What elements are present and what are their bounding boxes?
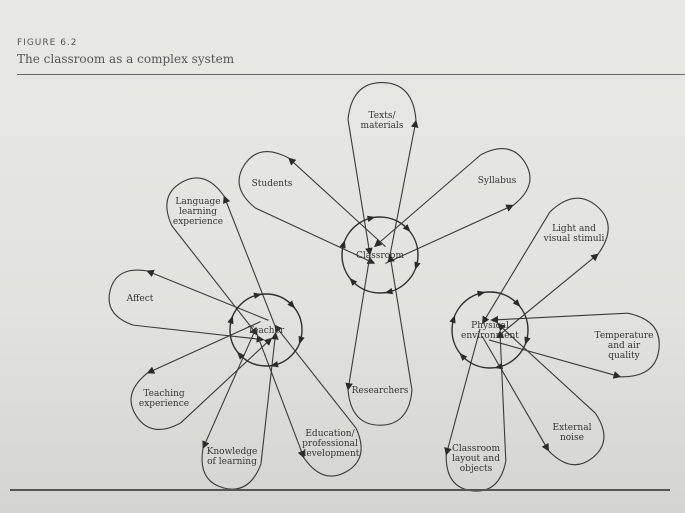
loop-syllabus-seg1 (374, 154, 482, 248)
hub-ring-teacher (229, 293, 303, 367)
ring-arrowhead (384, 288, 394, 295)
feedback-loops (108, 82, 660, 492)
loop-researchers-seg2 (347, 389, 413, 426)
loop-noise-seg0 (481, 335, 550, 452)
ring-arrowhead (449, 314, 456, 324)
loop-texts-seg1 (347, 119, 373, 256)
loop-layout-seg0 (444, 328, 481, 456)
hub-rings (227, 215, 531, 370)
loop-knowledge-seg0 (202, 327, 257, 449)
loop-affect-seg1 (133, 324, 265, 343)
loop-lle-seg1 (171, 225, 258, 336)
bottom-rule (10, 489, 670, 491)
loop-teaching-seg2 (130, 372, 181, 430)
loop-light-seg1 (481, 211, 551, 325)
ring-arrowhead (349, 277, 358, 286)
loop-temperature-seg1 (490, 312, 628, 324)
loop-knowledge-seg2 (201, 448, 262, 490)
hub-ring-classroom (341, 216, 419, 294)
hub-ring-physical (451, 291, 529, 369)
figure-title: The classroom as a complex system (17, 52, 235, 66)
node-label-syllabus: Syllabus (478, 176, 517, 186)
ring-arrowhead (270, 361, 279, 368)
loop-light-seg0 (497, 253, 599, 337)
loop-syllabus-seg0 (385, 204, 514, 264)
node-label-texts: Texts/materials (361, 111, 404, 131)
loop-students-seg2 (238, 151, 289, 209)
loop-researchers-seg0 (345, 254, 371, 391)
loop-students-seg1 (255, 207, 376, 264)
ring-arrowhead (366, 215, 376, 222)
ring-arrowhead (476, 290, 486, 297)
loop-light-seg2 (549, 197, 609, 255)
ring-arrowhead (524, 336, 531, 346)
hub-label-classroom: Classroom (356, 251, 405, 261)
loop-education-seg1 (274, 324, 357, 429)
ring-arrowhead (459, 352, 468, 361)
ring-arrowhead (287, 300, 296, 309)
loop-layout-seg1 (496, 330, 507, 462)
ring-arrowhead (512, 299, 521, 308)
figure-label: FIGURE 6.2 (17, 38, 78, 48)
ring-arrowhead (298, 335, 305, 345)
loop-teaching-seg0 (146, 321, 261, 374)
loop-noise-seg2 (548, 412, 605, 466)
ring-arrowhead (253, 292, 262, 299)
top-rule (17, 74, 685, 75)
loop-texts-seg0 (389, 119, 419, 256)
loop-texts-seg2 (347, 82, 417, 121)
loop-researchers-seg1 (387, 254, 413, 391)
ring-arrowhead (227, 315, 234, 325)
loop-affect-seg0 (146, 269, 269, 321)
loop-knowledge-seg1 (260, 331, 279, 464)
ring-arrowhead (494, 363, 504, 370)
loop-affect-seg2 (108, 269, 147, 326)
loop-lle-seg2 (166, 177, 225, 227)
ring-arrowhead (236, 351, 245, 360)
hub-label-teacher: Teacher (248, 326, 285, 336)
ring-arrowhead (414, 261, 421, 271)
loop-lle-seg0 (222, 195, 276, 326)
node-label-students: Students (252, 179, 293, 189)
loop-students-seg0 (288, 157, 386, 248)
node-label-affect: Affect (126, 294, 154, 304)
loop-education-seg0 (256, 334, 306, 459)
ring-arrowhead (339, 239, 346, 249)
loop-teaching-seg1 (180, 337, 273, 424)
loop-syllabus-seg2 (480, 148, 531, 206)
ring-arrowhead (402, 224, 411, 233)
loop-temperature-seg0 (488, 339, 622, 379)
loop-education-seg2 (303, 427, 362, 477)
loop-temperature-seg2 (620, 312, 660, 378)
loop-noise-seg1 (497, 323, 596, 414)
node-label-researchers: Researchers (352, 386, 409, 396)
